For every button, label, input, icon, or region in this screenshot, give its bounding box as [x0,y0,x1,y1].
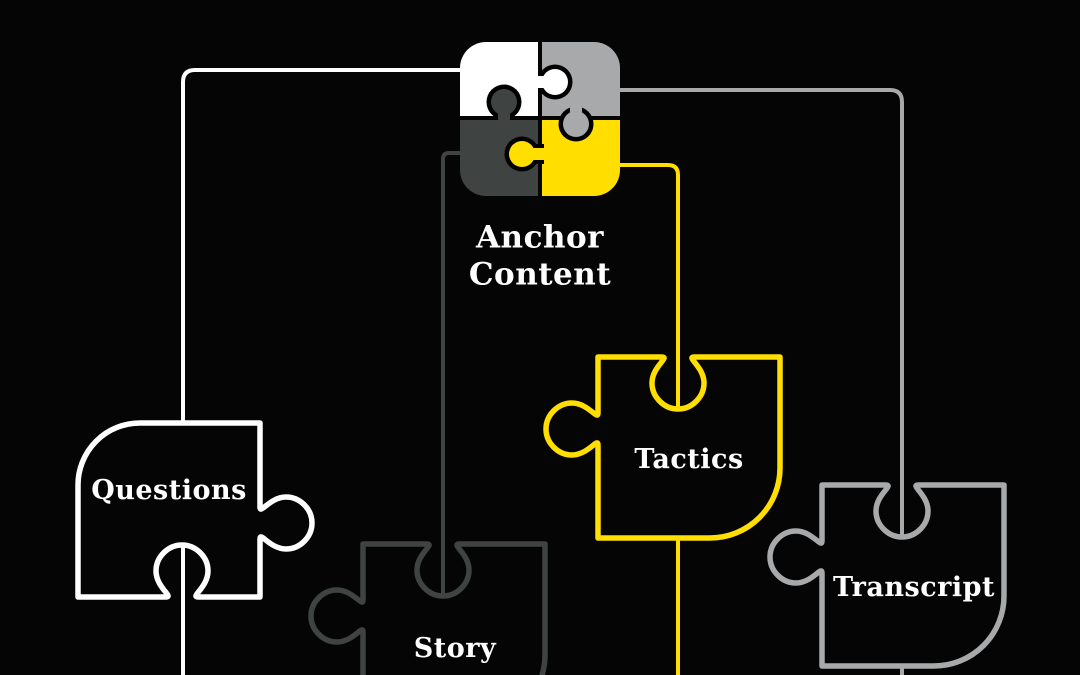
connector-questions [181,68,463,675]
tab-knob [563,111,589,137]
icon-tab-gray-bottom [558,100,594,142]
connector-lines [181,68,904,675]
connector-transcript [618,88,904,675]
icon-tab-dark-top [486,84,522,124]
icon-quadrant-yellow [542,120,620,196]
anchor-label-line1: Anchor [475,219,605,256]
story-label: Story [413,633,497,665]
tab-knob [509,141,535,167]
icon-tab-white-right [532,64,573,100]
questions-label: Questions [91,475,247,507]
story-piece-outline [308,541,548,675]
anchor-label-line2: Content [468,256,612,292]
tab-neck [530,148,546,160]
tactics-piece-outline [543,354,783,541]
anchor-content-label: Anchor Content [469,219,611,292]
anchor-puzzle-icon [460,42,620,196]
tab-neck [532,76,546,88]
tab-neck [498,106,510,124]
tab-neck [570,100,582,120]
puzzle-pieces [75,354,1007,675]
connector-tactics [618,163,680,675]
questions-piece-outline [75,420,315,600]
tactics-label: Tactics [634,444,744,476]
connector-story [441,151,463,675]
transcript-piece-outline [767,482,1007,669]
icon-tab-yellow-left [504,136,546,172]
tab-knob [491,89,517,115]
transcript-label: Transcript [833,572,995,604]
tab-knob [542,69,568,95]
